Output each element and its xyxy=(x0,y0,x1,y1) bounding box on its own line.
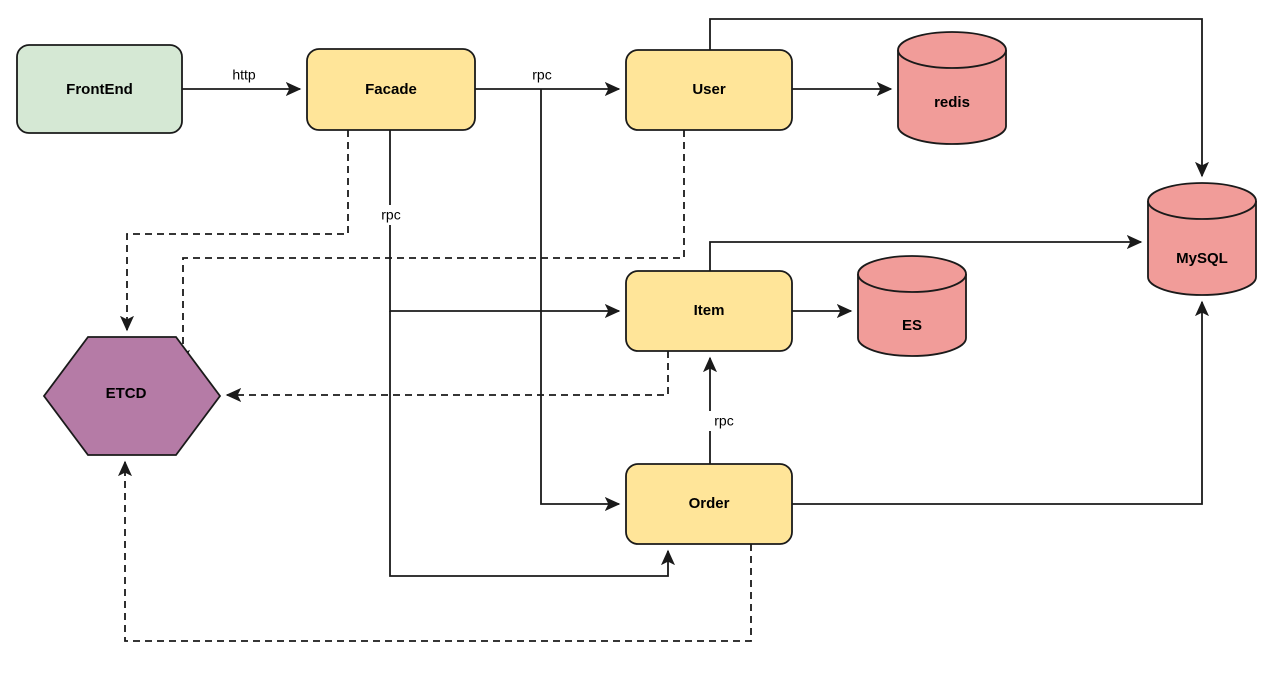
edge-label-rpc-facade-item: rpc xyxy=(373,205,409,225)
mysql-label: MySQL xyxy=(1176,250,1228,267)
edge-item-mysql xyxy=(709,234,1143,271)
user-label: User xyxy=(692,81,726,98)
edge-facade-order xyxy=(540,89,621,512)
redis-label: redis xyxy=(934,94,970,111)
edge-order-etcd xyxy=(117,460,752,642)
rpc-facade-item-bg xyxy=(373,205,409,225)
edge-label-rpc-facade-user: rpc xyxy=(524,63,560,83)
facade-label: Facade xyxy=(365,81,417,98)
node-frontend[interactable]: FrontEnd xyxy=(16,44,183,134)
node-redis[interactable]: redis xyxy=(897,31,1007,145)
edge-user-mysql xyxy=(709,18,1210,178)
node-es[interactable]: ES xyxy=(857,255,967,357)
rpc-order-item-bg xyxy=(706,411,742,431)
edge-facade-item xyxy=(389,130,621,319)
rpc-facade-user-bg xyxy=(524,63,560,83)
frontend-shape[interactable] xyxy=(16,44,183,134)
edge-label-http: http xyxy=(224,63,266,83)
edge-user-etcd xyxy=(175,130,685,366)
http-label: http xyxy=(232,67,256,83)
item-label: Item xyxy=(694,302,725,319)
user-shape[interactable] xyxy=(625,49,793,131)
es-label: ES xyxy=(902,317,922,334)
node-item[interactable]: Item xyxy=(625,270,793,352)
rpc-facade-item-label: rpc xyxy=(381,207,400,223)
frontend-label: FrontEnd xyxy=(66,81,133,98)
es-cylinder-top xyxy=(857,273,967,293)
item-shape[interactable] xyxy=(625,270,793,352)
edge-order-mysql xyxy=(792,300,1210,505)
mysql-shape[interactable] xyxy=(1147,182,1257,296)
facade-shape[interactable] xyxy=(306,48,476,131)
rpc-facade-user-label: rpc xyxy=(532,67,551,83)
edge-label-rpc-order-item: rpc xyxy=(706,411,742,431)
node-order[interactable]: Order xyxy=(625,463,793,545)
node-mysql[interactable]: MySQL xyxy=(1147,182,1257,296)
redis-cylinder-top xyxy=(897,49,1007,69)
rpc-order-item-label: rpc xyxy=(714,413,733,429)
node-facade[interactable]: Facade xyxy=(306,48,476,131)
etcd-label: ETCD xyxy=(106,385,147,402)
order-label: Order xyxy=(689,495,730,512)
order-shape[interactable] xyxy=(625,463,793,545)
redis-shape[interactable] xyxy=(897,31,1007,145)
es-shape[interactable] xyxy=(857,255,967,357)
node-etcd[interactable]: ETCD xyxy=(42,336,222,456)
edge-facade-order-lower xyxy=(389,311,676,577)
edge-facade-etcd xyxy=(119,130,349,332)
mysql-cylinder-top xyxy=(1147,200,1257,220)
node-user[interactable]: User xyxy=(625,49,793,131)
edge-item-etcd xyxy=(225,351,669,403)
etcd-shape[interactable] xyxy=(42,336,222,456)
http-label-bg xyxy=(224,63,266,83)
